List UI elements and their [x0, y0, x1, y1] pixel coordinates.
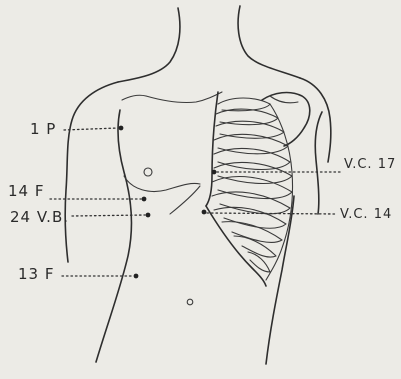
label-vc17: V.C. 17 — [344, 157, 396, 172]
leader-24vb — [72, 215, 145, 216]
left-shoulder-outline — [65, 82, 118, 262]
label-14f: 14 F — [8, 182, 44, 200]
left-clavicle-line — [122, 95, 146, 100]
rib-4 — [214, 134, 288, 153]
lower-chest-line — [170, 186, 200, 214]
neck-right-line — [238, 6, 300, 78]
right-arm-line — [315, 112, 322, 214]
rib-7 — [212, 177, 292, 199]
breast-outline — [124, 176, 200, 191]
label-13f: 13 F — [18, 265, 54, 283]
point-vc14 — [202, 210, 207, 215]
navel-circle — [187, 299, 193, 305]
point-1p — [119, 126, 124, 131]
rib-2 — [216, 109, 278, 125]
clavicle-line — [146, 92, 222, 103]
label-vc14: V.C. 14 — [340, 207, 392, 222]
rib-8 — [212, 192, 290, 214]
leader-vc14 — [207, 213, 336, 214]
left-waist-line — [96, 110, 131, 362]
neck-left-line — [118, 8, 180, 82]
ribcage — [206, 98, 293, 286]
acromion — [270, 96, 298, 103]
nipple-circle — [144, 168, 152, 176]
rib-6 — [214, 162, 292, 183]
ribcage-outer-edge — [266, 104, 293, 280]
leader-1p — [64, 128, 118, 130]
sternum — [206, 92, 218, 206]
point-14f — [142, 197, 147, 202]
label-1p: 1 P — [30, 120, 56, 138]
label-24vb: 24 V.B. — [10, 208, 69, 226]
point-13f — [134, 274, 139, 279]
point-24vb — [146, 213, 151, 218]
point-vc17 — [212, 170, 217, 175]
costal-margin — [206, 206, 266, 286]
